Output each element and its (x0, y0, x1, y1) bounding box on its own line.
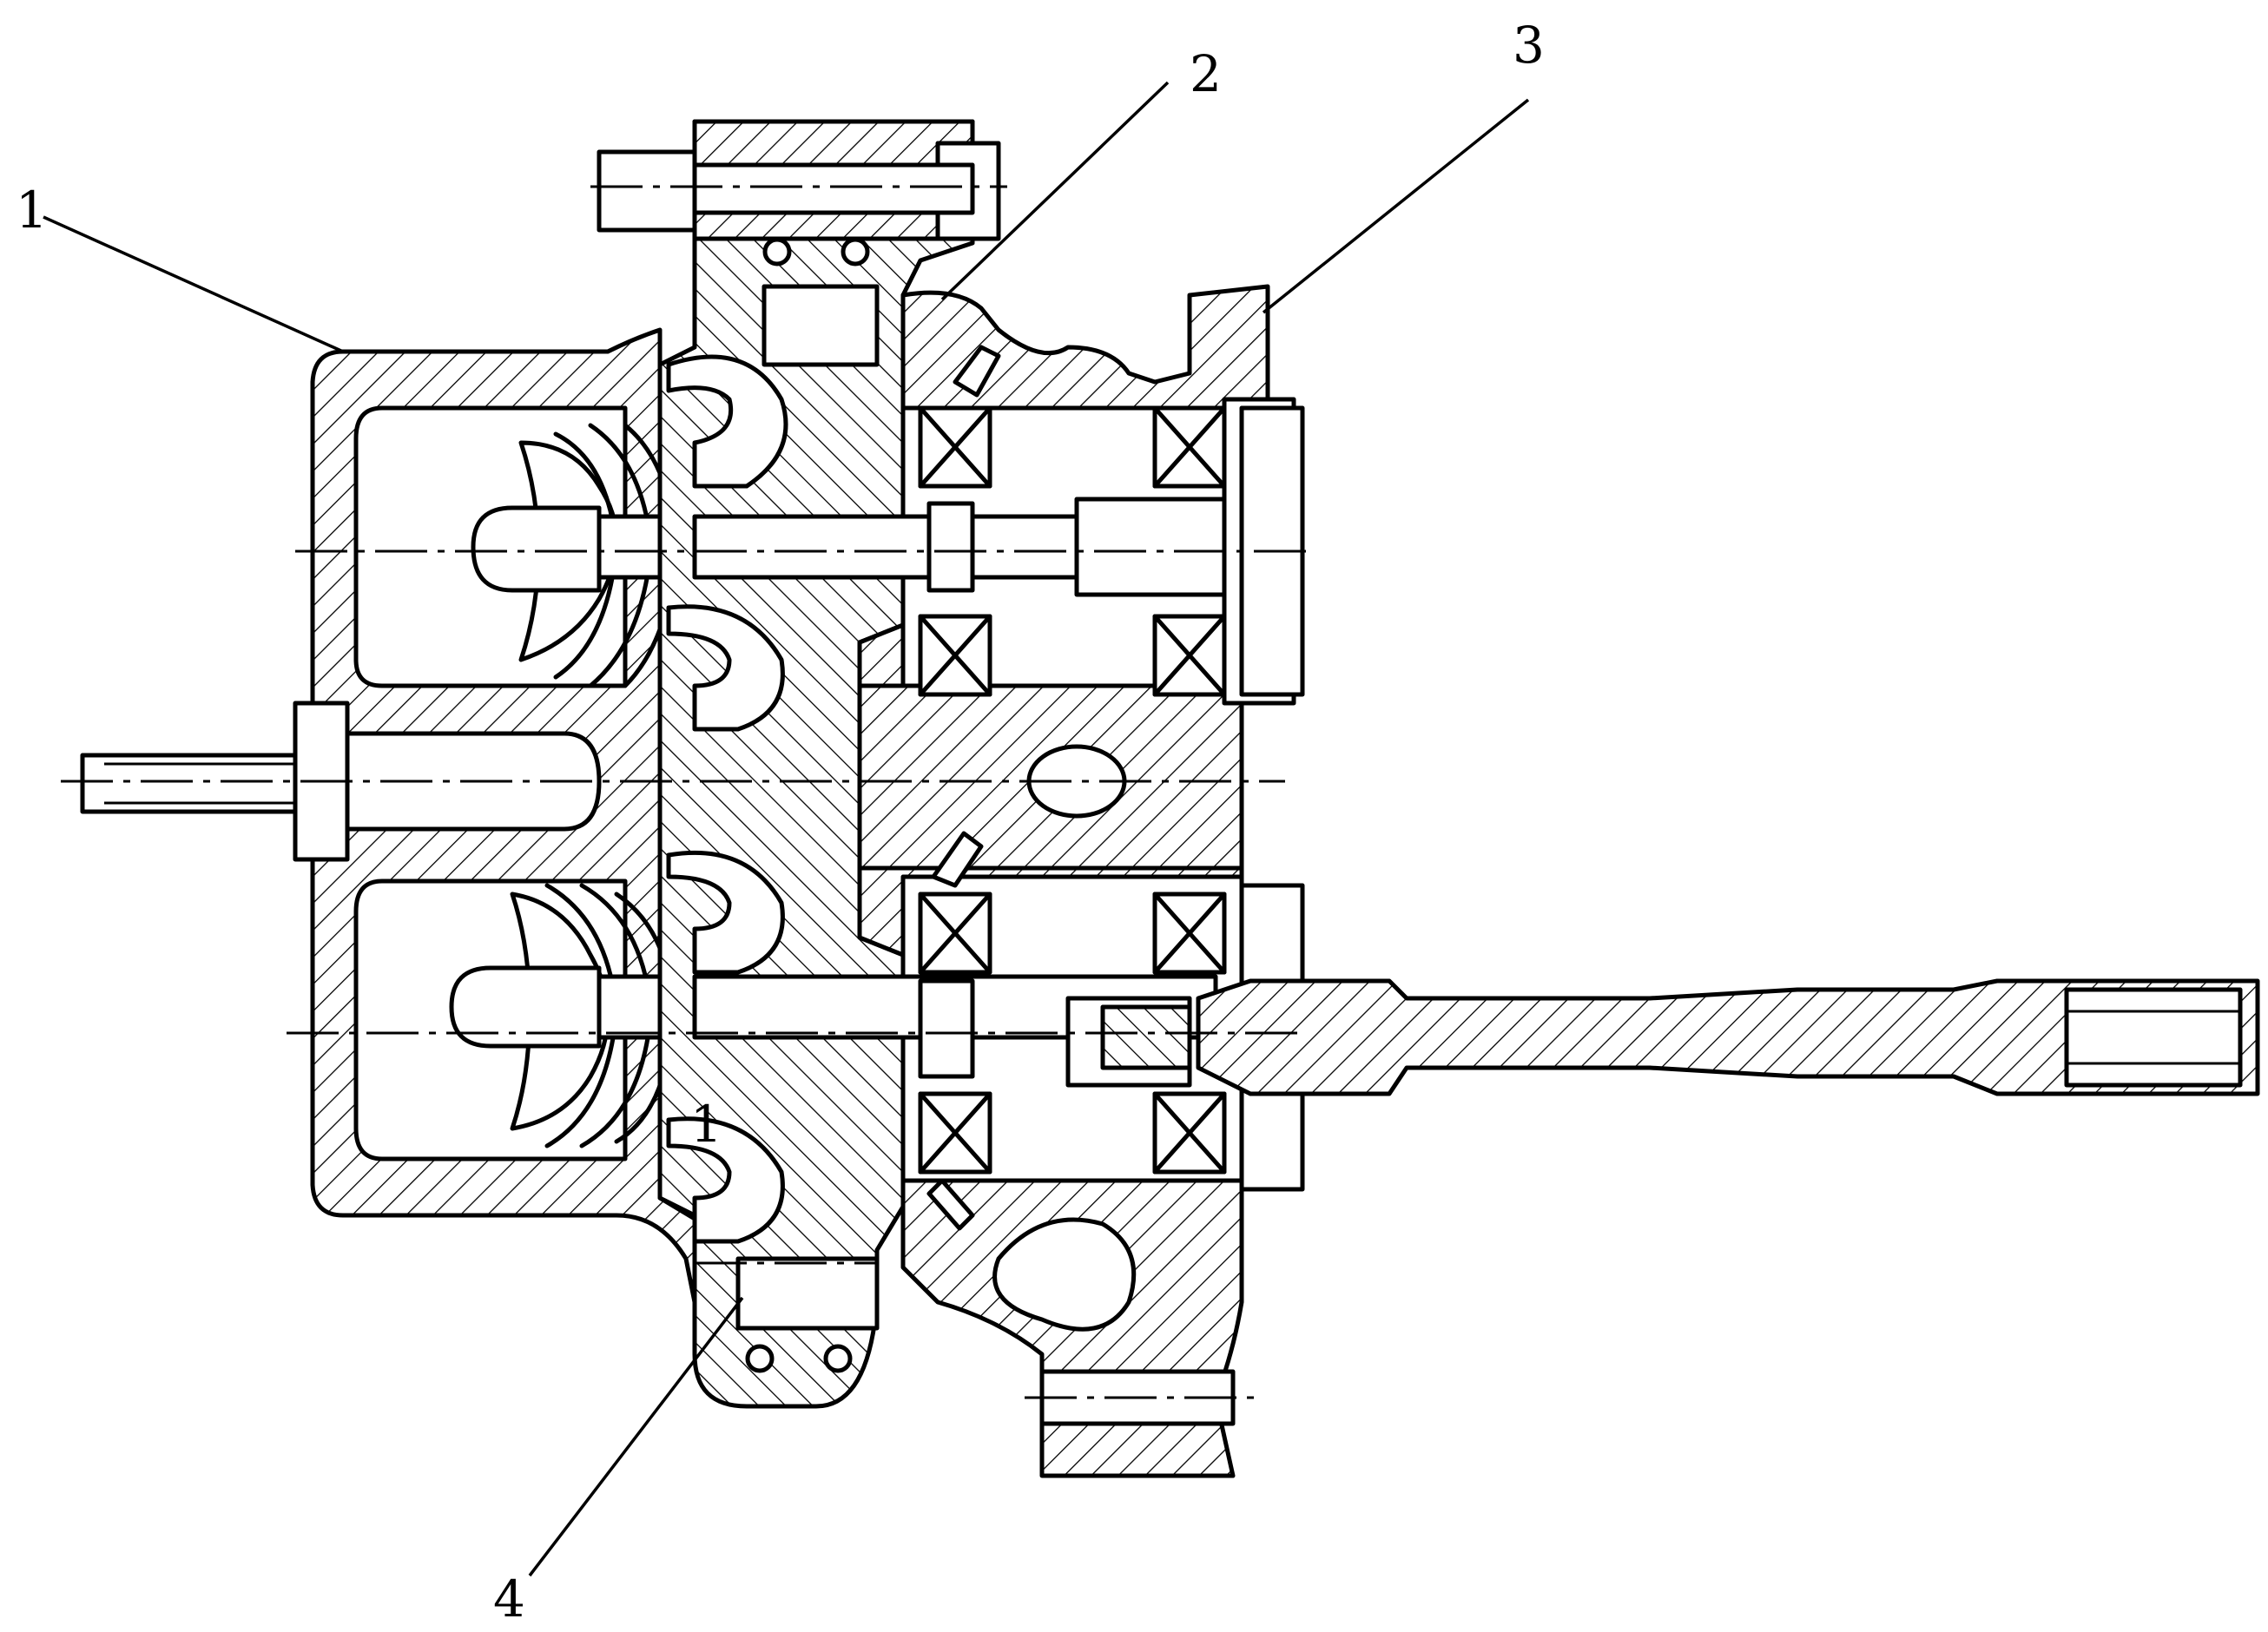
inner-mark-1: 1 (690, 1095, 722, 1154)
leader-1 (43, 215, 344, 353)
callout-label-1: 1 (16, 181, 48, 240)
grease-nipples (926, 345, 1001, 1231)
leader-4 (528, 1296, 744, 1577)
bottom-flange (695, 1261, 877, 1373)
centerlines (61, 549, 1311, 1035)
leader-2 (940, 81, 1170, 301)
upper-bearing-shaft (692, 397, 1305, 706)
callout-label-4: 4 (493, 1569, 525, 1629)
leader-3 (1262, 98, 1530, 314)
volute-plate (657, 119, 975, 1409)
top-flange-bolt (590, 119, 1007, 267)
drive-shaft (1100, 978, 2260, 1096)
callout-label-2: 2 (1190, 44, 1222, 103)
callouts: 1 2 3 4 (16, 16, 1545, 1629)
lower-impeller (449, 883, 697, 1148)
callout-label-3: 3 (1513, 16, 1545, 75)
